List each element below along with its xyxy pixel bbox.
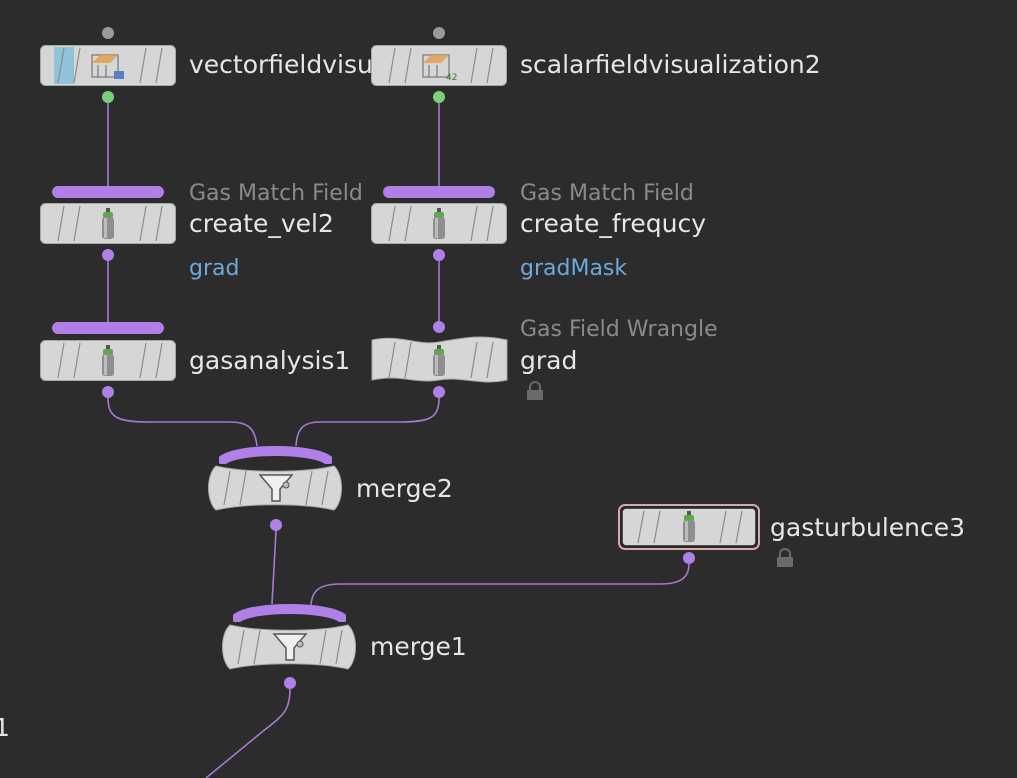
- lock-icon[interactable]: [776, 548, 794, 572]
- create-frequcy-name: create_frequcy: [520, 209, 707, 238]
- grad-wrangle-input-port[interactable]: [433, 321, 445, 333]
- grad-wrangle-node[interactable]: [371, 336, 508, 384]
- gas-bottle-icon: [102, 208, 114, 239]
- merge2-node[interactable]: [206, 465, 344, 511]
- wire-grad-to-merge2: [295, 397, 440, 447]
- gasturbulence3-output-port[interactable]: [683, 552, 695, 564]
- gas-bottle-icon: [433, 345, 445, 376]
- gasanalysis1-input-bar[interactable]: [52, 322, 164, 334]
- wire-merge1-output: [205, 688, 291, 778]
- scalarfield-node-name: scalarfieldvisualization2: [520, 50, 821, 79]
- grad-wrangle-name: grad: [520, 346, 578, 375]
- vectorfield-output-port[interactable]: [102, 91, 114, 103]
- create-vel2-output-port[interactable]: [102, 249, 114, 261]
- gasanalysis1-name: gasanalysis1: [189, 346, 351, 375]
- funnel-icon: [258, 474, 294, 502]
- wire-gasturbulence3-to-merge1: [310, 563, 690, 606]
- create-vel2-type: Gas Match Field: [189, 181, 363, 206]
- gasanalysis1-node[interactable]: [40, 340, 176, 381]
- create-frequcy-context: gradMask: [520, 256, 628, 281]
- vectorfield-input-port[interactable]: [102, 27, 114, 39]
- create-frequcy-input-bar[interactable]: [383, 186, 495, 198]
- grad-wrangle-output-port[interactable]: [433, 386, 445, 398]
- create-frequcy-output-port[interactable]: [433, 249, 445, 261]
- merge2-name: merge2: [356, 474, 453, 503]
- scalarfield-node[interactable]: 42: [371, 45, 507, 86]
- lock-icon[interactable]: [526, 381, 544, 405]
- grad-wrangle-type: Gas Field Wrangle: [520, 317, 718, 342]
- gasturbulence3-name: gasturbulence3: [770, 513, 966, 542]
- merge1-output-port[interactable]: [284, 677, 296, 689]
- vectorfield-node[interactable]: [40, 45, 176, 86]
- vectorfield-node-name: vectorfieldvisu: [189, 51, 372, 79]
- wire-merge2-to-merge1: [271, 530, 277, 605]
- merge1-node[interactable]: [220, 624, 358, 670]
- create-vel2-input-bar[interactable]: [52, 186, 164, 198]
- wire-gasanalysis1-to-merge2: [107, 397, 258, 447]
- merge2-input-arc[interactable]: [219, 444, 332, 464]
- scalarfield-output-port[interactable]: [433, 91, 445, 103]
- merge1-name: merge1: [370, 632, 467, 661]
- create-frequcy-node[interactable]: [371, 203, 507, 244]
- gas-bottle-icon: [433, 208, 445, 239]
- create-vel2-name: create_vel2: [189, 209, 334, 238]
- vis-icon: 42: [422, 54, 457, 83]
- offscreen-node-label: 1: [0, 713, 10, 742]
- merge1-input-arc[interactable]: [233, 602, 346, 622]
- gas-bottle-icon: [102, 345, 114, 376]
- svg-text:42: 42: [446, 73, 457, 83]
- gasturbulence3-node[interactable]: [618, 504, 760, 550]
- gasanalysis1-output-port[interactable]: [102, 386, 114, 398]
- scalarfield-input-port[interactable]: [433, 27, 445, 39]
- create-frequcy-type: Gas Match Field: [520, 181, 694, 206]
- create-vel2-context: grad: [189, 256, 240, 281]
- funnel-icon: [272, 633, 308, 661]
- gas-bottle-icon: [683, 511, 695, 542]
- create-vel2-node[interactable]: [40, 203, 176, 244]
- vis-icon: [91, 54, 124, 79]
- merge2-output-port[interactable]: [270, 519, 282, 531]
